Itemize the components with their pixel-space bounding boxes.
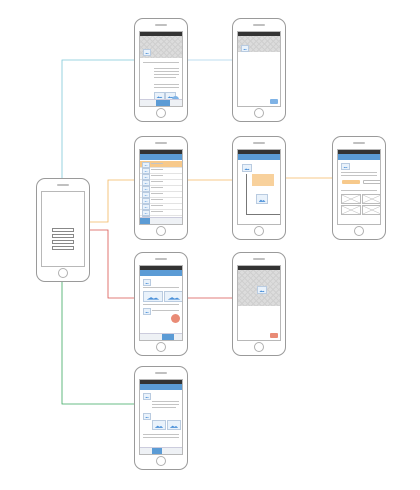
- phone-blank-result[interactable]: [232, 18, 286, 122]
- speaker-icon: [253, 24, 265, 26]
- image-placeholder-icon: [257, 286, 267, 294]
- image-placeholder-icon: [143, 413, 151, 420]
- status-bar: [238, 150, 280, 154]
- status-bar: [140, 150, 182, 154]
- top-nav-bar[interactable]: [140, 270, 182, 276]
- speaker-icon: [155, 372, 167, 374]
- tab-bar[interactable]: [140, 447, 182, 454]
- option-button[interactable]: [342, 180, 360, 184]
- image-slot[interactable]: [362, 205, 380, 215]
- status-bar: [238, 32, 280, 36]
- screen: [139, 265, 183, 341]
- status-bar: [338, 150, 380, 154]
- confirm-button[interactable]: [270, 99, 278, 104]
- status-bar: [140, 266, 182, 270]
- home-button-icon[interactable]: [156, 456, 166, 466]
- phone-image-grid-form[interactable]: [332, 136, 386, 240]
- top-nav-bar[interactable]: [238, 154, 280, 160]
- speaker-icon: [253, 142, 265, 144]
- image-placeholder-icon: [256, 194, 268, 204]
- status-bar: [238, 266, 280, 270]
- phone-feed[interactable]: [134, 252, 188, 356]
- status-bar: [140, 380, 182, 384]
- tab-bar[interactable]: [140, 217, 182, 224]
- connector-green: [61, 282, 136, 405]
- home-button-icon[interactable]: [254, 226, 264, 236]
- tab-bar[interactable]: [140, 333, 182, 340]
- home-button-icon[interactable]: [58, 268, 68, 278]
- connector-cyan: [61, 59, 136, 178]
- menu-button-3[interactable]: [52, 240, 74, 244]
- speaker-icon: [155, 258, 167, 260]
- home-button-icon[interactable]: [156, 108, 166, 118]
- phone-list[interactable]: [134, 136, 188, 240]
- speaker-icon: [253, 258, 265, 260]
- image-placeholder-icon: [167, 420, 181, 430]
- top-nav-bar[interactable]: [140, 384, 182, 390]
- top-nav-bar[interactable]: [140, 154, 182, 160]
- home-button-icon[interactable]: [354, 226, 364, 236]
- phone-image-viewer[interactable]: [232, 252, 286, 356]
- screen: [337, 149, 381, 225]
- screen: [139, 379, 183, 455]
- screen: [237, 31, 281, 107]
- image-slot[interactable]: [341, 205, 361, 215]
- screen: [237, 265, 281, 341]
- home-button-icon[interactable]: [156, 342, 166, 352]
- image-placeholder-icon: [143, 393, 151, 400]
- image-placeholder-icon: [143, 291, 163, 302]
- speaker-icon: [353, 142, 365, 144]
- image-placeholder-icon: [242, 164, 252, 172]
- image-placeholder-icon: [341, 163, 350, 170]
- phone-launcher[interactable]: [36, 178, 90, 282]
- top-nav-bar[interactable]: [338, 154, 380, 160]
- connector-orange: [88, 179, 136, 223]
- status-bar: [140, 32, 182, 36]
- image-slot[interactable]: [341, 194, 361, 204]
- image-placeholder-icon: [143, 49, 151, 56]
- image-placeholder-icon: [152, 420, 166, 430]
- speaker-icon: [57, 184, 69, 186]
- image-placeholder-icon: [143, 308, 151, 315]
- home-button-icon[interactable]: [254, 342, 264, 352]
- image-placeholder-icon: [241, 45, 249, 52]
- menu-button-1[interactable]: [52, 228, 74, 232]
- speaker-icon: [155, 24, 167, 26]
- home-button-icon[interactable]: [254, 108, 264, 118]
- phone-detail-form[interactable]: [134, 18, 188, 122]
- home-button-icon[interactable]: [156, 226, 166, 236]
- image-slot[interactable]: [362, 194, 380, 204]
- highlight-overlay: [252, 174, 274, 186]
- phone-image-browser[interactable]: [232, 136, 286, 240]
- connector-red: [78, 229, 136, 299]
- action-button[interactable]: [270, 333, 278, 338]
- speaker-icon: [155, 142, 167, 144]
- screen: [41, 191, 85, 267]
- screen: [139, 149, 183, 225]
- image-placeholder-icon: [164, 291, 182, 302]
- screen: [237, 149, 281, 225]
- image-placeholder-icon: [143, 279, 151, 286]
- fab-button[interactable]: [171, 314, 180, 323]
- tab-bar[interactable]: [140, 99, 182, 106]
- screen: [139, 31, 183, 107]
- menu-button-2[interactable]: [52, 234, 74, 238]
- phone-article[interactable]: [134, 366, 188, 470]
- option-button[interactable]: [363, 180, 380, 184]
- menu-button-4[interactable]: [52, 246, 74, 250]
